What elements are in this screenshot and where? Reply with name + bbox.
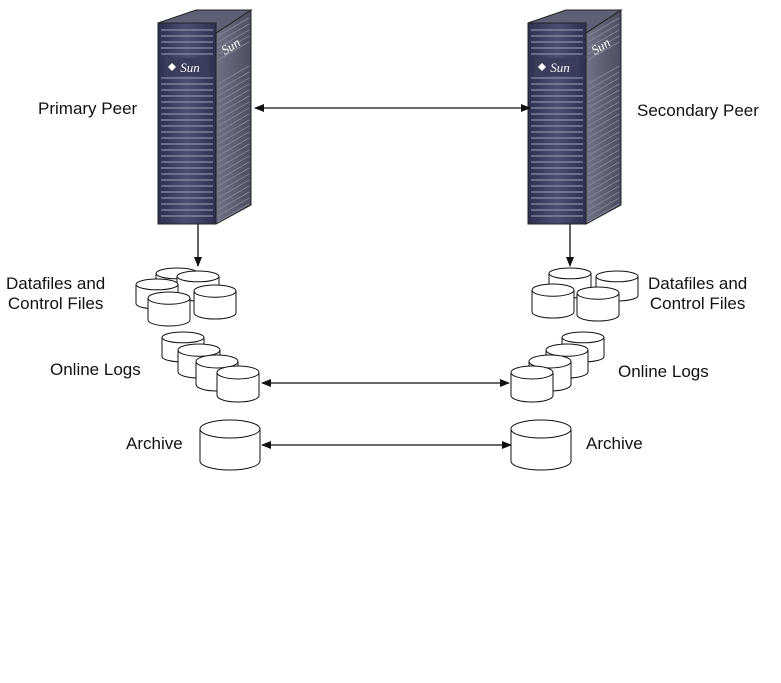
primary-peer-label: Primary Peer <box>38 99 138 118</box>
disk <box>510 419 572 471</box>
disk <box>216 365 260 403</box>
primary-datafiles-label: Datafiles and Control Files <box>6 274 106 313</box>
secondary-datafiles-disks <box>531 267 639 322</box>
disk <box>199 419 261 471</box>
secondary-sun-logo-front: Sun <box>535 58 579 76</box>
primary-datafiles-disks <box>135 267 237 327</box>
secondary-peer-label: Secondary Peer <box>637 101 759 120</box>
svg-text:Sun: Sun <box>180 60 200 75</box>
disk <box>576 286 620 322</box>
disk <box>193 284 237 320</box>
secondary-online-logs-label: Online Logs <box>618 362 709 381</box>
disk <box>510 365 554 403</box>
svg-text:Sun: Sun <box>550 60 570 75</box>
primary-online-log-disks <box>161 331 260 403</box>
primary-sun-logo-front: Sun <box>165 58 209 76</box>
primary-archive-disk <box>199 419 261 471</box>
secondary-archive-disk <box>510 419 572 471</box>
secondary-online-log-disks <box>510 331 605 403</box>
primary-online-logs-label: Online Logs <box>50 360 141 379</box>
secondary-server-rack: Sun Sun <box>527 9 623 225</box>
secondary-datafiles-label: Datafiles and Control Files <box>648 274 748 313</box>
secondary-archive-label: Archive <box>586 434 643 453</box>
disk <box>531 283 575 319</box>
primary-server-rack: Sun Sun <box>157 9 253 225</box>
primary-archive-label: Archive <box>126 434 183 453</box>
disk <box>147 291 191 327</box>
